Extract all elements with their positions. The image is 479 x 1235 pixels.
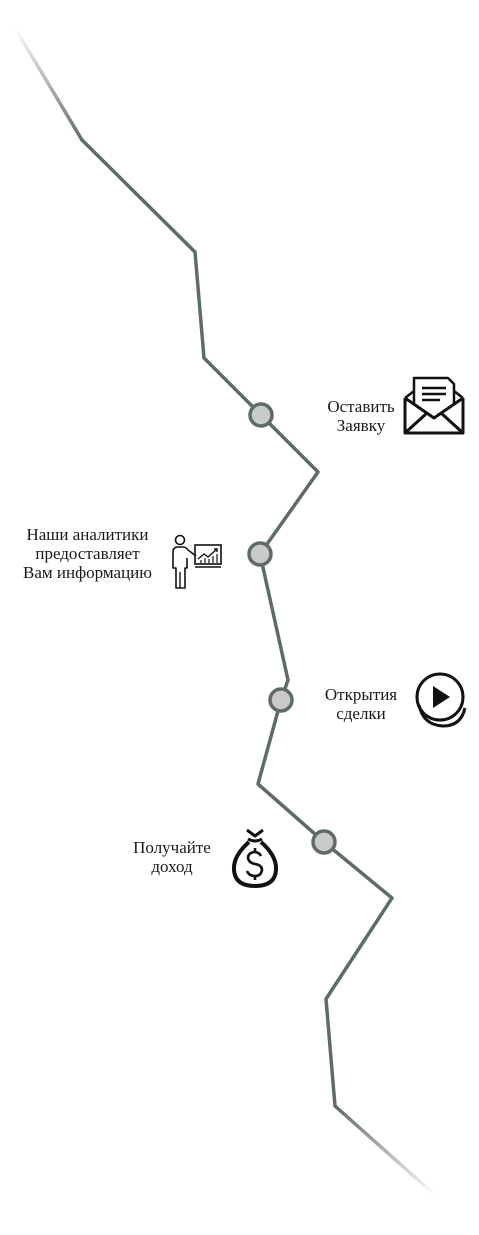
step-3-label-line1: Открытия [324, 685, 398, 704]
step-4-label-line2: доход [151, 857, 193, 876]
step-1-label-line2: Заявку [336, 416, 386, 435]
step-4-label: Получайте доход [122, 838, 222, 876]
step-4-label-line1: Получайте [133, 838, 211, 857]
step-3-label-line2: сделки [336, 704, 386, 723]
envelope-letter-icon [403, 376, 465, 435]
path-segment-bottom [333, 1104, 438, 1198]
step-1-label-line1: Оставить [327, 397, 395, 416]
step-2-label: Наши аналитики предоставляет Вам информа… [10, 525, 165, 582]
step-3-label: Открытия сделки [312, 685, 410, 723]
presenter-chart-icon [172, 534, 222, 589]
path-segment-top [13, 26, 84, 142]
play-button-icon [415, 672, 467, 728]
step-node-4 [311, 829, 337, 855]
step-2-label-line3: Вам информацию [23, 563, 152, 582]
path-main [80, 138, 394, 1108]
step-node-2 [247, 541, 273, 567]
step-node-1 [248, 402, 274, 428]
step-node-3 [268, 687, 294, 713]
money-bag-icon [231, 828, 279, 888]
step-1-label: Оставить Заявку [316, 397, 406, 435]
step-2-label-line1: Наши аналитики [26, 525, 149, 544]
step-2-label-line2: предоставляет [35, 544, 140, 563]
